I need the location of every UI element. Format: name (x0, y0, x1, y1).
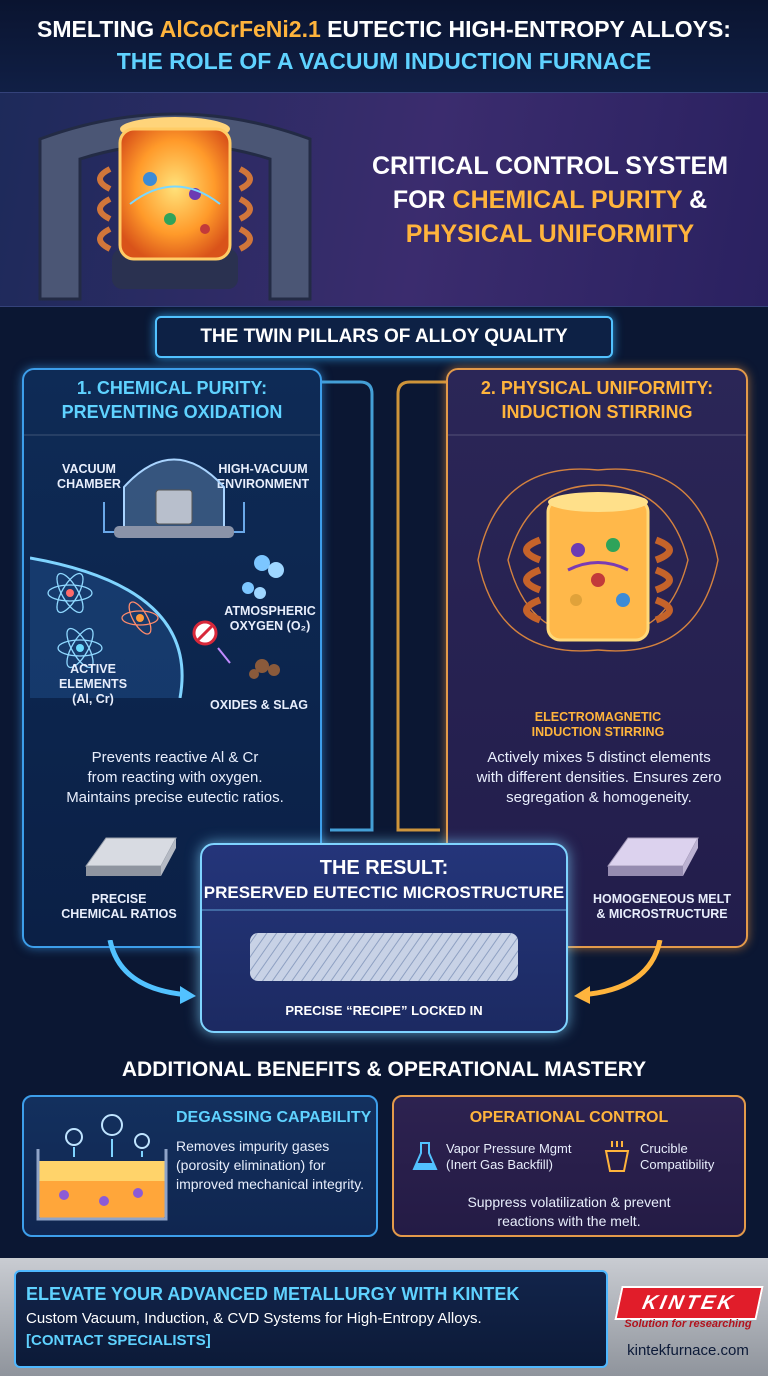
crucible-icon (604, 1141, 630, 1172)
footer-description: Custom Vacuum, Induction, & CVD Systems … (26, 1310, 482, 1327)
result-subtitle: PRESERVED EUTECTIC MICROSTRUCTURE (203, 883, 565, 902)
result-arrows (107, 940, 663, 1004)
atom-icon (47, 572, 159, 669)
flask-icon (412, 1142, 438, 1170)
website-link[interactable]: kintekfurnace.com (627, 1342, 749, 1359)
degassing-card: DEGASSING CAPABILITY Removes impurity ga… (22, 1095, 378, 1237)
oxides-label: OXIDES & SLAG (210, 698, 308, 712)
degassing-description: Removes impurity gases (porosity elimina… (176, 1138, 365, 1192)
page-title: SMELTING AlCoCrFeNi2.1 EUTECTIC HIGH-ENT… (37, 16, 731, 42)
result-title: THE RESULT: (319, 857, 449, 879)
kintek-logo: KINTEK (614, 1286, 764, 1320)
footer-title: ELEVATE YOUR ADVANCED METALLURGY WITH KI… (26, 1284, 520, 1304)
vapor-pressure-item: Vapor Pressure Mgmt (Inert Gas Backfill) (446, 1141, 572, 1172)
result-box: THE RESULT: PRESERVED EUTECTIC MICROSTRU… (200, 843, 568, 1033)
alloy-formula: AlCoCrFeNi2.1 (159, 16, 321, 42)
physical-uniformity-panel: 2. PHYSICAL UNIFORMITY: INDUCTION STIRRI… (446, 368, 748, 948)
result-divider (202, 909, 566, 911)
chemical-purity-header: 1. CHEMICAL PURITY: PREVENTING OXIDATION (24, 370, 320, 436)
oxidation-diagram (30, 555, 284, 698)
degassing-icon (36, 1114, 168, 1221)
header: SMELTING AlCoCrFeNi2.1 EUTECTIC HIGH-ENT… (0, 0, 768, 92)
operational-title: OPERATIONAL CONTROL (469, 1109, 669, 1126)
footer-banner (14, 1270, 608, 1368)
ingot-icon (607, 837, 699, 876)
footer: ELEVATE YOUR ADVANCED METALLURGY WITH KI… (0, 1258, 768, 1376)
induction-stirring-icon (477, 468, 719, 652)
homogeneous-melt-label: HOMOGENEOUS MELT & MICROSTRUCTURE (593, 892, 731, 921)
logo-tagline: Solution for researching (624, 1318, 752, 1330)
degassing-title: DEGASSING CAPABILITY (176, 1109, 372, 1126)
operational-control-card: OPERATIONAL CONTROL Vapor Pressure Mgmt … (392, 1095, 746, 1237)
pillars-title: THE TWIN PILLARS OF ALLOY QUALITY (155, 316, 613, 358)
connector-lines (322, 380, 446, 832)
physical-uniformity-header: 2. PHYSICAL UNIFORMITY: INDUCTION STIRRI… (448, 370, 746, 436)
vacuum-chamber-label: VACUUM CHAMBER (57, 462, 121, 491)
no-reaction-icon (192, 620, 218, 646)
recipe-label: PRECISE “RECIPE” LOCKED IN (285, 1003, 483, 1018)
stirring-label: ELECTROMAGNETIC INDUCTION STIRRING (531, 710, 665, 739)
page-subtitle: THE ROLE OF A VACUUM INDUCTION FURNACE (116, 48, 652, 74)
slag-icon (249, 659, 280, 679)
high-vacuum-label: HIGH-VACUUM ENVIRONMENT (216, 462, 310, 491)
hero-banner: CRITICAL CONTROL SYSTEM FOR CHEMICAL PUR… (0, 92, 768, 307)
oxygen-label: ATMOSPHERIC OXYGEN (O₂) (224, 604, 316, 633)
operational-description: Suppress volatilization & prevent reacti… (467, 1194, 671, 1229)
contact-specialists-link[interactable]: [CONTACT SPECIALISTS] (26, 1332, 211, 1349)
hero-text: CRITICAL CONTROL SYSTEM FOR CHEMICAL PUR… (371, 152, 729, 248)
physical-uniformity-description: Actively mixes 5 distinct elements with … (476, 749, 722, 806)
microstructure-slab-icon (250, 933, 518, 981)
crucible-item: Crucible Compatibility (640, 1141, 715, 1172)
furnace-crucible-icon (38, 112, 312, 301)
active-elements-label: ACTIVE ELEMENTS (Al, Cr) (58, 662, 128, 706)
precise-ratios-label: PRECISE CHEMICAL RATIOS (61, 892, 177, 921)
ingot-icon (85, 837, 177, 876)
vacuum-dome-icon (103, 458, 245, 538)
additional-title: ADDITIONAL BENEFITS & OPERATIONAL MASTER… (121, 1058, 647, 1081)
chemical-purity-description: Prevents reactive Al & Cr from reacting … (66, 749, 284, 806)
